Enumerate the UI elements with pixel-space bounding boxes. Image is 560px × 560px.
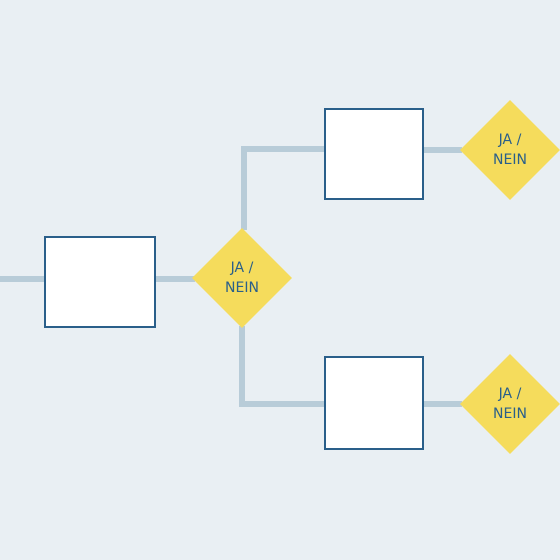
decision-top-line2: NEIN (493, 152, 527, 168)
decision-diamond-top: JA / NEIN (460, 100, 560, 200)
decision-diamond-bottom-shape (460, 354, 560, 454)
decision-bottom-line1: JA / (498, 386, 522, 402)
decision-main-line1: JA / (230, 260, 254, 276)
decision-diamond-main-shape (192, 228, 292, 328)
decision-diamond-main-label: JA / NEIN (192, 228, 292, 328)
decision-diamond-top-shape (460, 100, 560, 200)
decision-top-line1: JA / (498, 132, 522, 148)
connector-decision-to-bottom-box (239, 326, 326, 407)
decision-bottom-line2: NEIN (493, 406, 527, 422)
decision-diamond-top-label: JA / NEIN (460, 100, 560, 200)
decision-main-line2: NEIN (225, 280, 259, 296)
start-process-box (44, 236, 156, 328)
bottom-process-box (324, 356, 424, 450)
top-process-box (324, 108, 424, 200)
decision-diamond-bottom-label: JA / NEIN (460, 354, 560, 454)
connector-decision-to-top-box (241, 146, 326, 230)
decision-diamond-main: JA / NEIN (192, 228, 292, 328)
decision-diamond-bottom: JA / NEIN (460, 354, 560, 454)
